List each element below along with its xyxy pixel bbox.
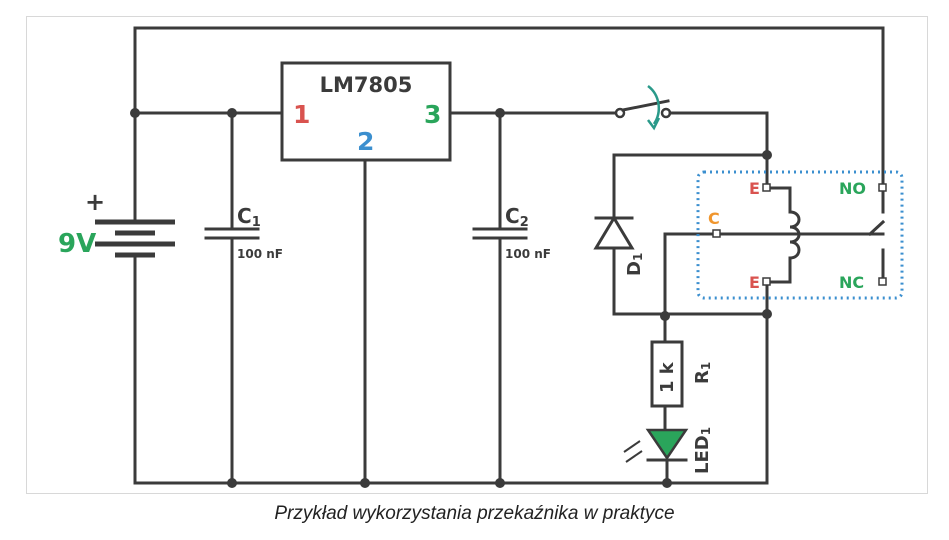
led-body [645, 428, 689, 461]
wire-common [663, 232, 885, 318]
wire-top [133, 26, 885, 190]
terminal-nc [878, 277, 887, 286]
resistor-value: 1 k [657, 361, 678, 393]
c1-label: C1 [237, 204, 261, 230]
regulator-pin3: 3 [424, 100, 441, 129]
regulator-pin1: 1 [293, 100, 310, 129]
led-label: LED1 [692, 427, 713, 474]
junction-dot [227, 478, 237, 488]
relay-no-label: NO [839, 179, 866, 198]
junction-dot [227, 108, 237, 118]
wire-coil-bottom [765, 256, 792, 485]
regulator-name: LM7805 [320, 73, 413, 97]
relay-switch-arm [867, 219, 886, 237]
relay-box [696, 170, 904, 300]
c1-value: 100 nF [237, 247, 283, 261]
resistor-body [650, 340, 684, 408]
led-ray-2 [625, 450, 643, 463]
wire-switch-out [668, 111, 769, 157]
junction-dot [495, 108, 505, 118]
battery-plus: + [85, 188, 105, 216]
resistor-label: R1 [692, 362, 713, 384]
junction-dot [660, 311, 670, 321]
switch-arrow-icon [647, 85, 661, 125]
relay-nc-label: NC [839, 273, 864, 292]
c2-label: C2 [505, 204, 529, 230]
diode-body [593, 215, 635, 250]
relay-e-top-label: E [749, 179, 760, 198]
junction-dot [360, 478, 370, 488]
terminal-c [712, 229, 721, 238]
diode-label: D1 [624, 253, 645, 276]
switch-arrowhead-icon [647, 117, 661, 131]
wire-coil-top [765, 153, 792, 214]
regulator-pin2: 2 [357, 127, 374, 156]
relay-e-bottom-label: E [749, 273, 760, 292]
figure-caption: Przykład wykorzystania przekaźnika w pra… [274, 503, 675, 524]
led-ray-1 [623, 440, 641, 453]
terminal-e-top [762, 183, 771, 192]
regulator-box [280, 61, 452, 162]
relay-c-label: C [708, 209, 720, 228]
terminal-no [878, 183, 887, 192]
figure-frame [26, 16, 928, 494]
junction-dot [762, 309, 772, 319]
terminal-e-bottom [762, 277, 771, 286]
junction-dot [130, 108, 140, 118]
junctions [130, 108, 772, 488]
junction-dot [662, 478, 672, 488]
switch-lever [621, 99, 670, 112]
junction-dot [495, 478, 505, 488]
battery-label: 9V [58, 229, 96, 259]
junction-dot [762, 150, 772, 160]
c2-value: 100 nF [505, 247, 551, 261]
